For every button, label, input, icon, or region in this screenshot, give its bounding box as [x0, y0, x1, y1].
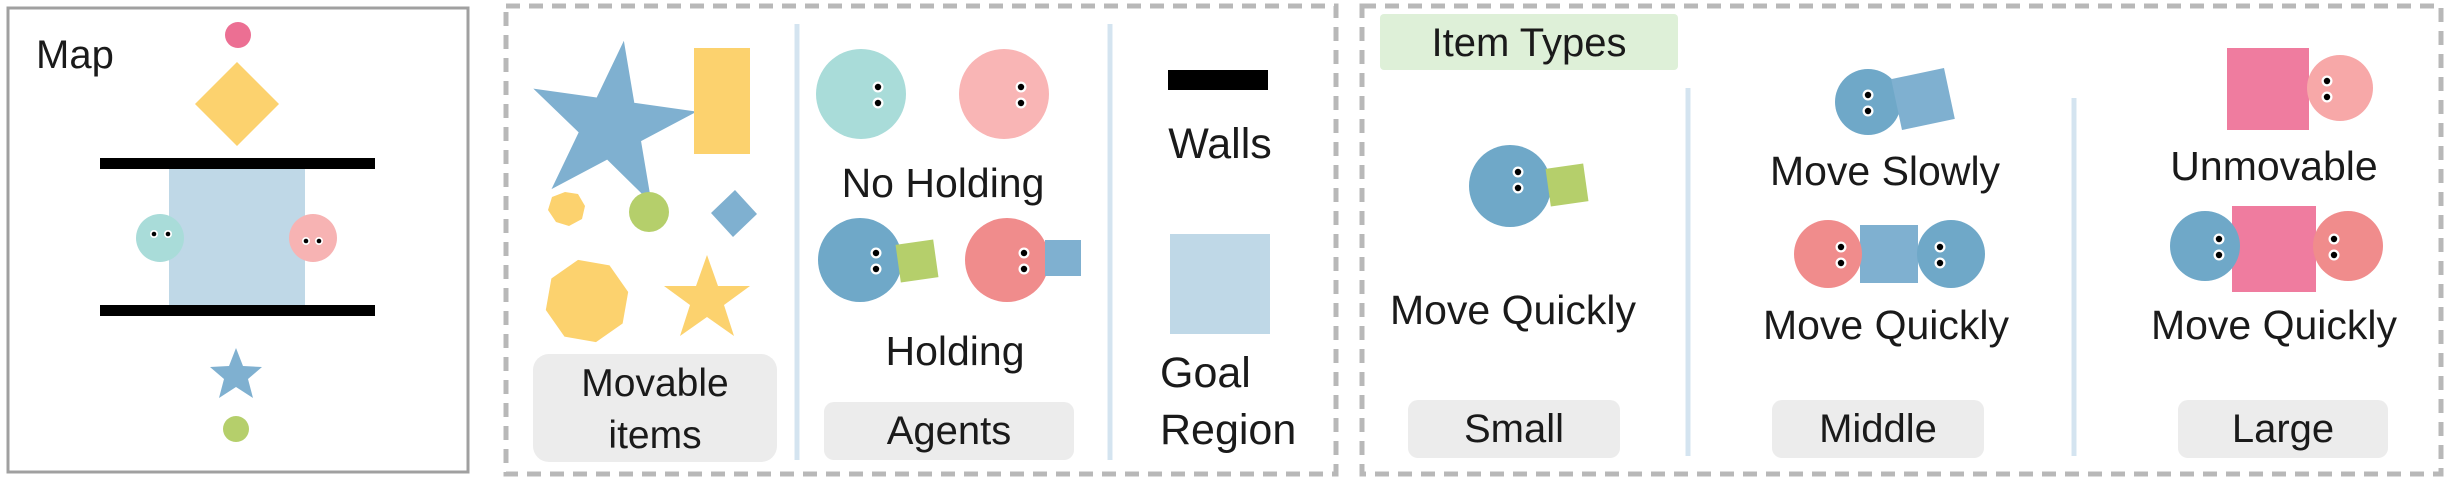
movable-yellow-rectangle: [694, 48, 750, 154]
agents-no-holding-label: No Holding: [842, 160, 1045, 206]
map-green-dot: [223, 416, 249, 442]
legend-wall-swatch: [1168, 70, 1268, 90]
movable-caption-line1: Movable: [581, 362, 728, 405]
middle-section: Move Slowly Move Quickly Middle: [1763, 67, 2010, 458]
agent-red-holding: [965, 218, 1081, 302]
middle-move-slowly-label: Move Slowly: [1770, 148, 2001, 194]
agent-teal-no-holding: [816, 49, 906, 139]
map-agent-teal: [136, 214, 184, 262]
agent-blue-holding: [818, 218, 939, 302]
large-agents-quick: [2170, 206, 2383, 292]
item-types-header: Item Types: [1432, 21, 1627, 65]
movable-yellow-star: [664, 255, 750, 336]
middle-caption-box: [1772, 400, 1984, 458]
movable-caption-box: [533, 354, 777, 462]
legend-walls-label: Walls: [1168, 120, 1272, 168]
item-types-header-box: [1380, 14, 1678, 70]
agents-holding-label: Holding: [885, 328, 1024, 374]
movable-blue-diamond: [711, 190, 757, 237]
map-bottom-wall: [100, 305, 375, 316]
map-goal-region: [169, 168, 305, 308]
middle-agents-quick: [1794, 220, 1985, 288]
agent-pink-no-holding: [959, 49, 1049, 139]
map-yellow-diamond: [195, 62, 279, 146]
movable-green-circle: [629, 192, 669, 232]
map-top-wall: [100, 158, 375, 169]
legend-section: Walls Goal Region: [1160, 70, 1296, 454]
map-title: Map: [36, 33, 114, 77]
movable-blue-star: [533, 40, 697, 204]
map-blue-star: [210, 348, 262, 398]
agents-caption: Agents: [887, 409, 1012, 453]
large-section: Unmovable Move Quickly Large: [2151, 48, 2398, 458]
agents-caption-box: [824, 402, 1074, 460]
movable-caption-line2: items: [608, 414, 701, 457]
large-caption: Large: [2232, 407, 2334, 451]
small-caption: Small: [1464, 407, 1564, 451]
map-pink-dot: [225, 22, 251, 48]
small-section: Move Quickly Small: [1390, 145, 1637, 458]
map-panel: Map: [6, 6, 470, 474]
middle-caption: Middle: [1819, 407, 1937, 451]
map-agent-pink: [289, 214, 337, 262]
agents-section: No Holding Holding Agents: [816, 49, 1081, 460]
legend-goal-swatch: [1170, 234, 1270, 334]
large-unmovable-label: Unmovable: [2170, 143, 2377, 189]
large-agent-unmovable: [2227, 48, 2373, 130]
item-types-panel-border: [1359, 3, 2444, 477]
middle-move-quickly-label: Move Quickly: [1763, 302, 2010, 348]
legend-panel-border: [503, 3, 1339, 477]
legend-goal-label-line1: Goal: [1160, 349, 1251, 397]
middle-agent-slow: [1835, 67, 1955, 135]
small-caption-box: [1408, 400, 1620, 458]
movable-yellow-octagon-small: [548, 192, 585, 226]
movable-yellow-octagon-large: [545, 259, 629, 343]
large-move-quickly-label: Move Quickly: [2151, 302, 2398, 348]
small-agent-with-item: [1469, 145, 1589, 227]
small-move-quickly-label: Move Quickly: [1390, 287, 1637, 333]
legend-goal-label-line2: Region: [1160, 406, 1296, 454]
large-caption-box: [2178, 400, 2388, 458]
movable-items-section: Movable items: [533, 40, 777, 462]
